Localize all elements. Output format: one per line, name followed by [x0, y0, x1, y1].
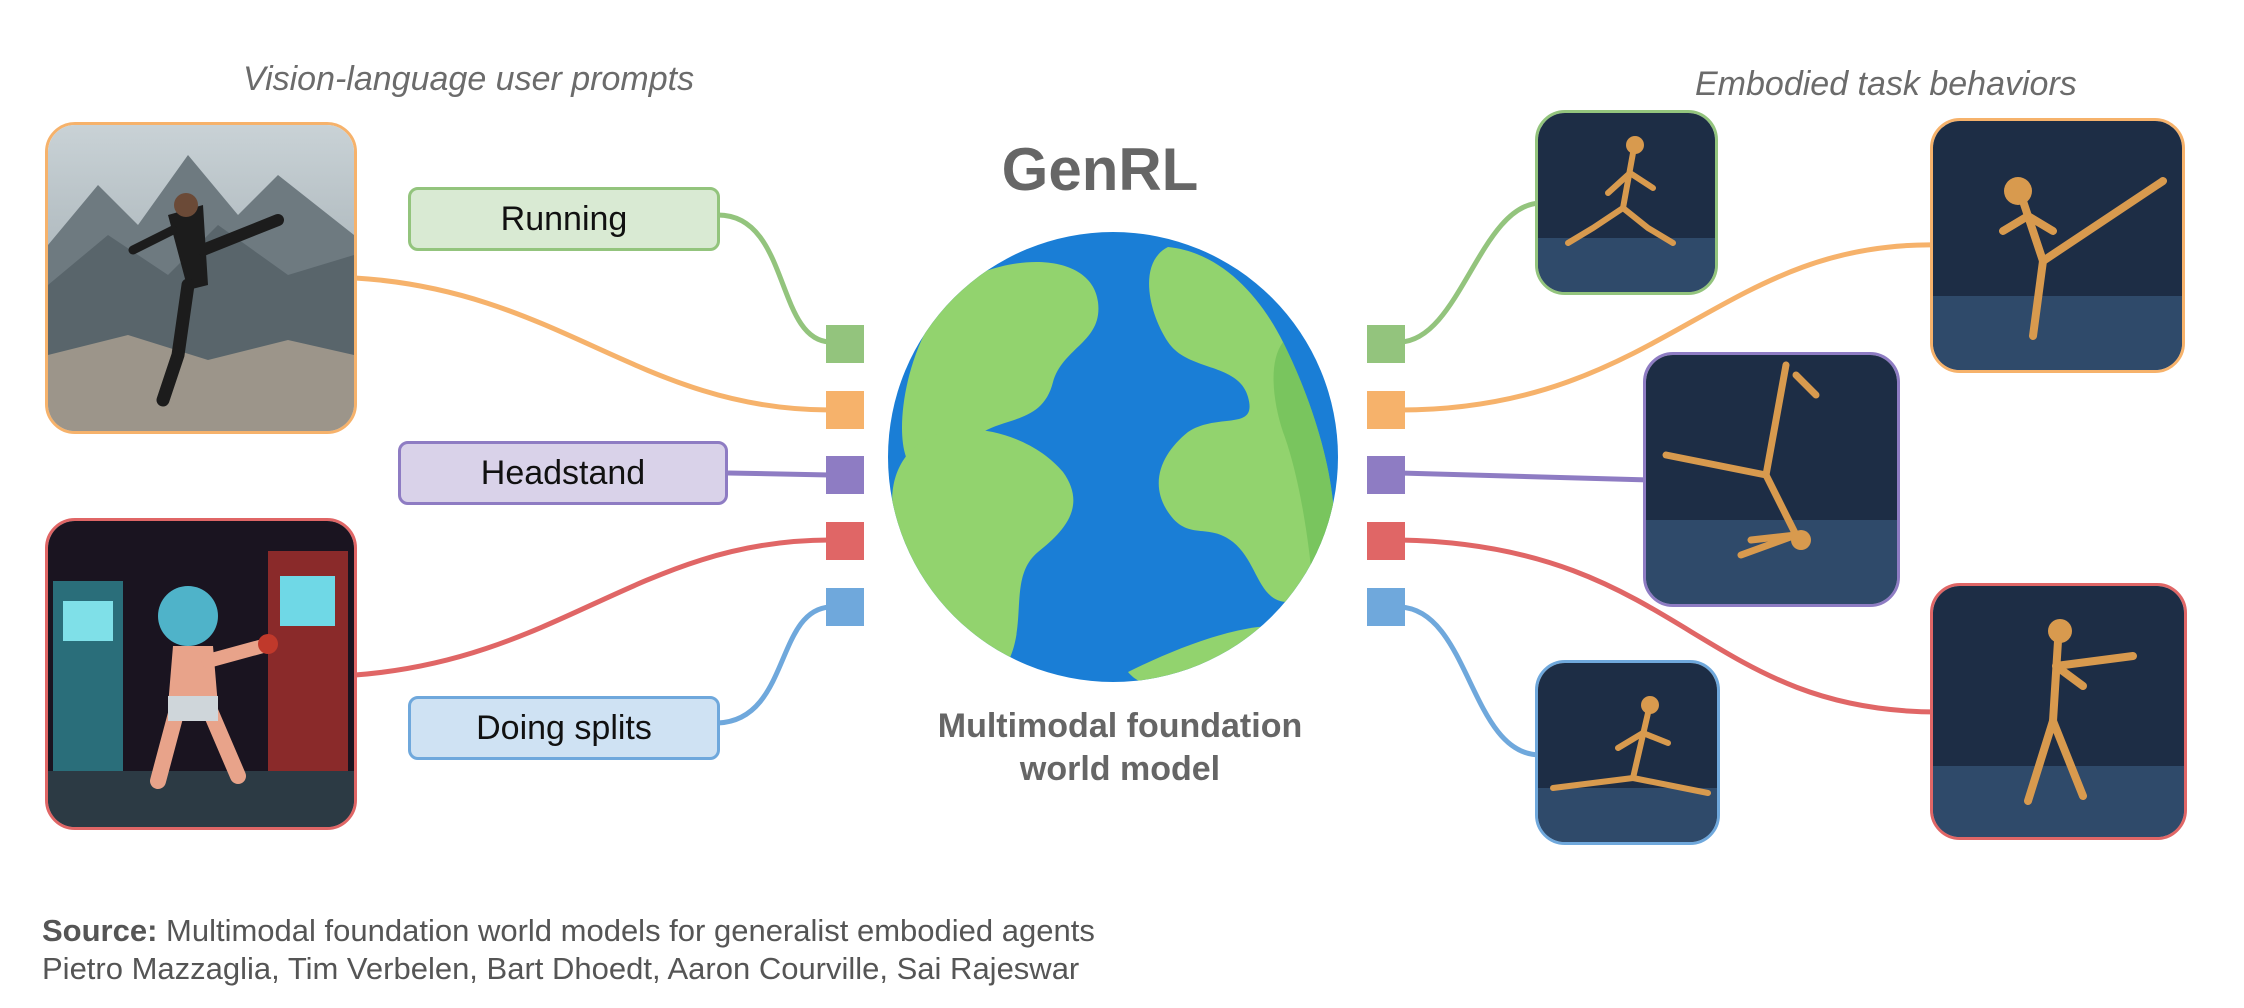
running-behavior — [1535, 110, 1718, 295]
port-left-orange — [826, 391, 864, 429]
connector-arcade-left — [354, 537, 831, 678]
connector-splits-right — [1399, 604, 1541, 758]
port-left-purple — [826, 456, 864, 494]
connector-splits-left — [717, 604, 831, 726]
connector-running-right — [1399, 200, 1541, 345]
connector-headstand-right — [1399, 470, 1651, 483]
port-right-blue — [1367, 588, 1405, 626]
prompt-headstand: Headstand — [398, 441, 728, 505]
port-right-red — [1367, 522, 1405, 560]
world-model-globe — [888, 232, 1338, 682]
left-header: Vision-language user prompts — [243, 60, 695, 98]
genrl-title: GenRL — [1001, 136, 1199, 203]
prompt-running: Running — [408, 187, 720, 251]
karate-kick-photo — [45, 122, 357, 434]
prompt-doing-splits: Doing splits — [408, 696, 720, 760]
model-caption-line2: world model — [1019, 750, 1221, 788]
connector-running-left — [717, 212, 831, 345]
source-text: Multimodal foundation world models for g… — [157, 913, 1095, 948]
port-right-green — [1367, 325, 1405, 363]
port-left-red — [826, 522, 864, 560]
port-right-orange — [1367, 391, 1405, 429]
connector-karate-left — [354, 275, 831, 413]
right-header: Embodied task behaviors — [1695, 65, 2077, 103]
arcade-fighter-illustration — [45, 518, 357, 830]
connector-headstand-left — [727, 470, 831, 478]
port-right-purple — [1367, 456, 1405, 494]
connector-punch-right — [1399, 537, 1939, 715]
model-caption: Multimodal foundation world model — [880, 705, 1360, 791]
headstand-behavior — [1643, 352, 1900, 607]
source-citation: Source: Multimodal foundation world mode… — [42, 912, 1095, 988]
source-authors: Pietro Mazzaglia, Tim Verbelen, Bart Dho… — [42, 951, 1080, 986]
port-left-green — [826, 325, 864, 363]
splits-behavior — [1535, 660, 1720, 845]
port-left-blue — [826, 588, 864, 626]
kick-behavior — [1930, 118, 2185, 373]
source-line: Source: Multimodal foundation world mode… — [42, 912, 1095, 950]
source-label: Source: — [42, 913, 158, 948]
punch-behavior — [1930, 583, 2187, 840]
connector-kick-right — [1399, 242, 1939, 413]
model-caption-line1: Multimodal foundation — [937, 707, 1303, 745]
